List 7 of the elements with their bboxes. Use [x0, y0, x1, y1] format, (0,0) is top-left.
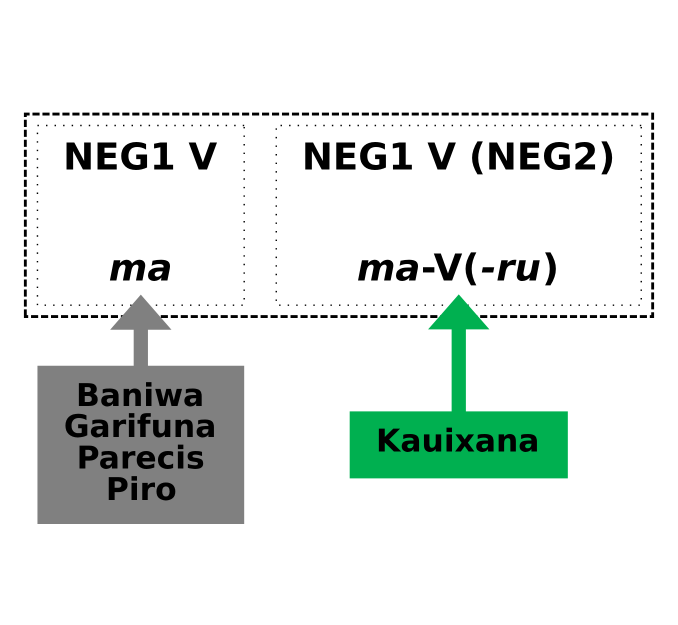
node-box: NEG1 V ma — [36, 124, 245, 306]
node-box: Baniwa Garifuna Parecis Piro — [37, 365, 244, 524]
arrow — [110, 294, 172, 366]
cluster — [24, 112, 654, 318]
node-box: NEG1 V (NEG2) ma-V(-ru) — [276, 124, 642, 306]
node-box: Kauixana — [350, 410, 568, 478]
arrow — [428, 294, 490, 412]
